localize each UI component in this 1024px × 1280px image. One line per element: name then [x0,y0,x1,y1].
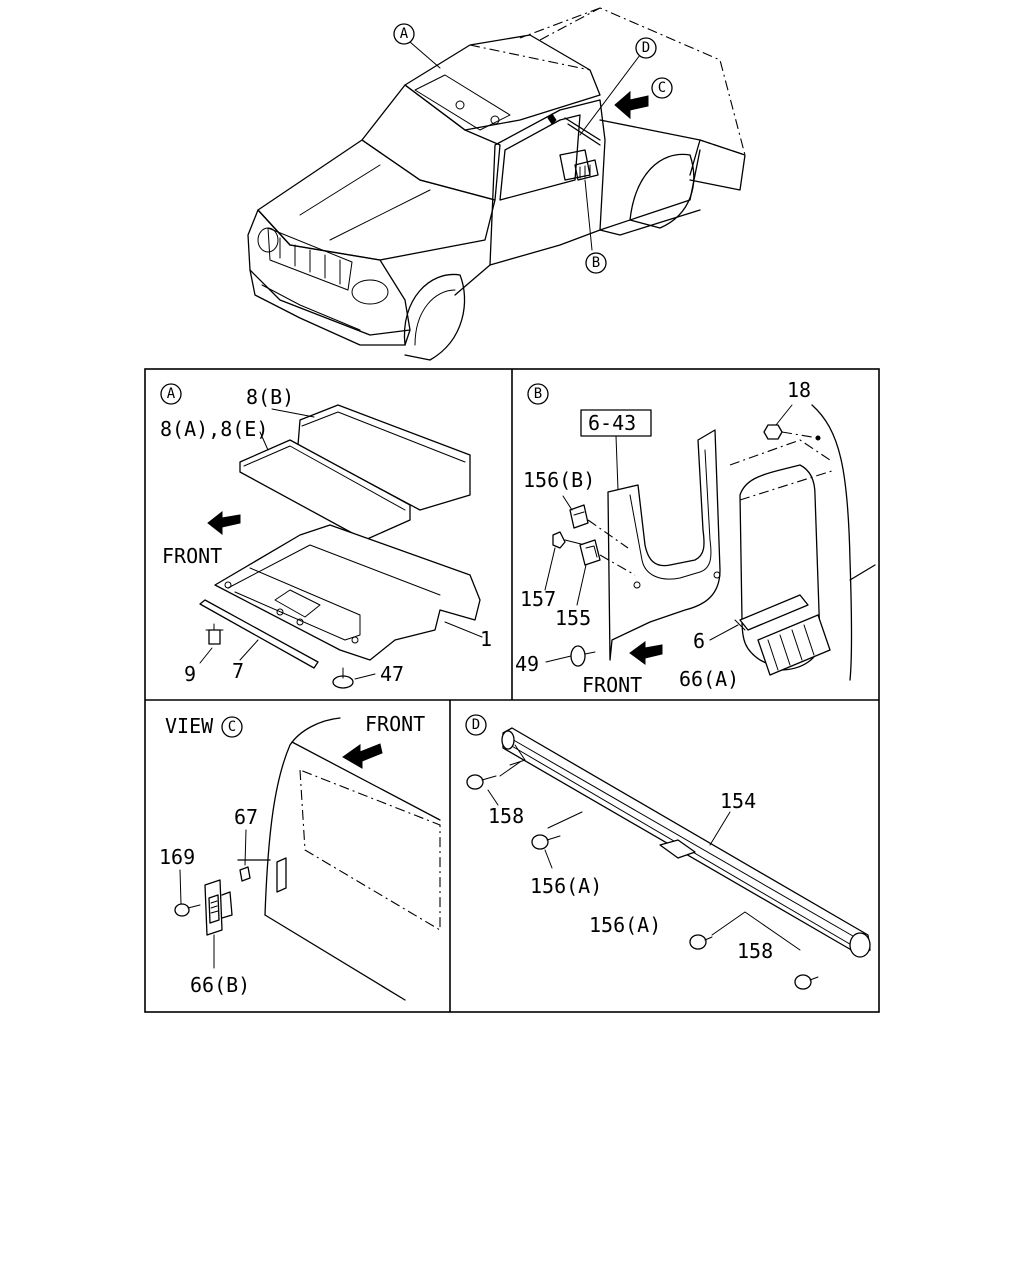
label-6: 6 [693,629,705,653]
part-156a-bottom-shape [689,934,707,950]
part-66a-shape [757,614,831,676]
part-157-shape [552,531,566,549]
part-155-shape [579,539,601,566]
label-158-top: 158 [488,804,524,828]
callout-b-label: B [592,255,600,271]
part-156a-top-shape [531,834,549,850]
label-8b: 8(B) [246,385,294,409]
panel-a-id-circle: A [160,383,182,405]
label-67: 67 [234,805,258,829]
part-156b-shape [569,504,589,529]
callout-c-circle: C [651,77,673,99]
label-7: 7 [232,659,244,683]
label-158-bottom: 158 [737,939,773,963]
panel-c-id: C [228,719,236,735]
label-1: 1 [480,627,492,651]
callout-d-circle: D [635,37,657,59]
label-18: 18 [787,378,811,402]
label-157: 157 [520,587,556,611]
label-169: 169 [159,845,195,869]
pillar-trim-shape [607,429,721,661]
part-49-shape [570,645,586,667]
part-9-shape [208,629,221,645]
panel-grid [144,368,880,1013]
label-ref-6-43: 6-43 [588,411,636,435]
label-9: 9 [184,662,196,686]
label-154: 154 [720,789,756,813]
panel-a-front: FRONT [162,544,222,568]
part-8a-shape [239,439,411,541]
panel-c-front: FRONT [365,712,425,736]
part-154-shape [502,727,871,956]
label-156a-bottom: 156(A) [589,913,661,937]
panel-d-id-circle: D [465,714,487,736]
part-158-bottom-shape [794,974,812,990]
panel-b: B 6-43 [515,378,876,697]
panel-d: D 158 156(A) 154 156(A) 158 [465,714,871,990]
panel-c-view-label: VIEW [165,714,214,738]
panel-b-id-circle: B [527,383,549,405]
label-155: 155 [555,606,591,630]
label-156a-top: 156(A) [530,874,602,898]
part-169-shape [174,903,190,917]
label-49: 49 [515,652,539,676]
panel-a-id: A [167,386,176,402]
callout-c-label: C [658,80,666,96]
panel-c: VIEW C FRONT 67 169 66(B) [159,712,441,1001]
panel-d-id: D [472,717,480,733]
part-6-shape [739,594,809,631]
part-158-top-shape [466,774,484,790]
callout-b-circle: B [585,252,607,274]
label-156b: 156(B) [523,468,595,492]
callout-a-circle: A [393,23,415,45]
label-47: 47 [380,662,404,686]
truck-overview: A D C B [247,7,746,361]
label-66b: 66(B) [190,973,250,997]
part-1-shape [214,524,481,661]
label-66a: 66(A) [679,667,739,691]
panel-b-id: B [534,386,542,402]
part-18-shape [763,424,783,440]
callout-d-label: D [642,40,650,56]
label-8a-8e: 8(A),8(E) [160,417,268,441]
part-7-shape [199,599,319,669]
callout-a-label: A [400,26,409,42]
panel-c-id-circle: C [221,716,243,738]
panel-b-front: FRONT [582,673,642,697]
panel-a: A 8(B) 8(A),8(E) F [160,383,492,689]
part-67-shape [239,866,251,882]
